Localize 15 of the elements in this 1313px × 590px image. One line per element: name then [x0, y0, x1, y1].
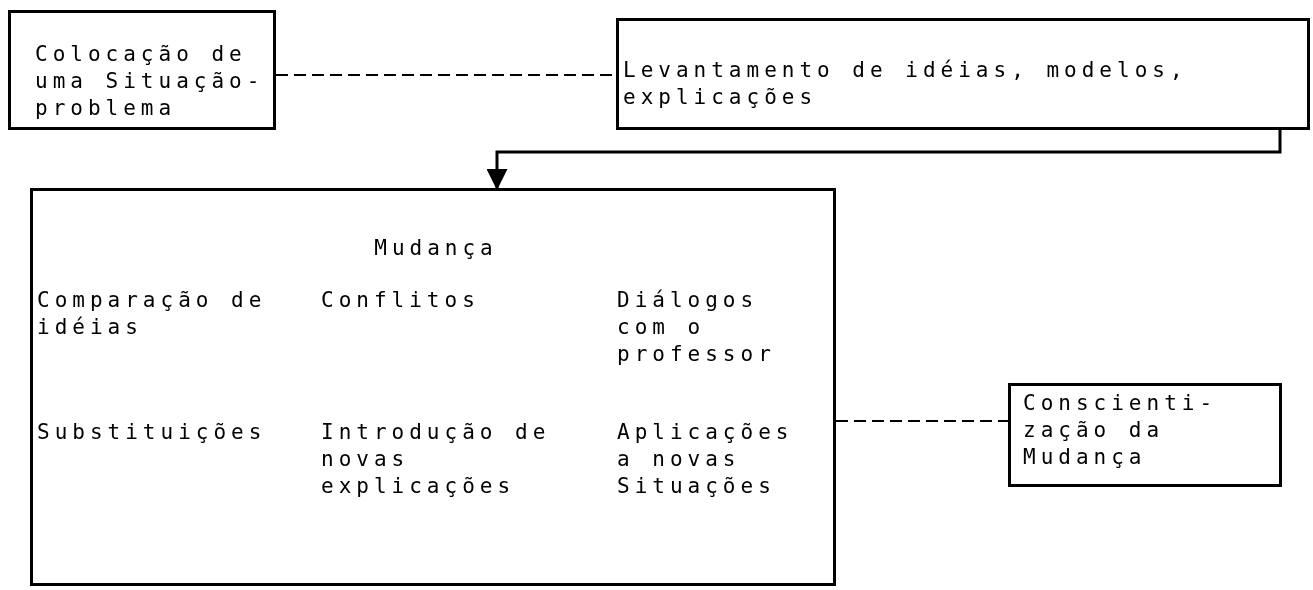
connector-line: [835, 420, 1009, 422]
box-text: Colocação de uma Situação-problema: [35, 41, 266, 122]
box-text: Comparação de idéias: [37, 287, 268, 341]
text-box: [616, 18, 1310, 130]
text-box: [30, 188, 836, 586]
box-text: Diálogos com o professor: [617, 287, 777, 368]
box-text: Introdução de novas explicações: [321, 419, 552, 500]
box-text: Conscienti- zação da Mudança: [1023, 390, 1219, 471]
box-text: Aplicações a novas Situações: [617, 419, 795, 500]
box-text: Substituições: [37, 419, 268, 446]
box-text: Levantamento de idéias, modelos, explicações: [623, 57, 1189, 111]
text-box: [8, 10, 276, 130]
box-text: Conflitos: [321, 287, 481, 314]
text-box: [1008, 383, 1282, 487]
box-heading: Mudança: [373, 235, 499, 262]
